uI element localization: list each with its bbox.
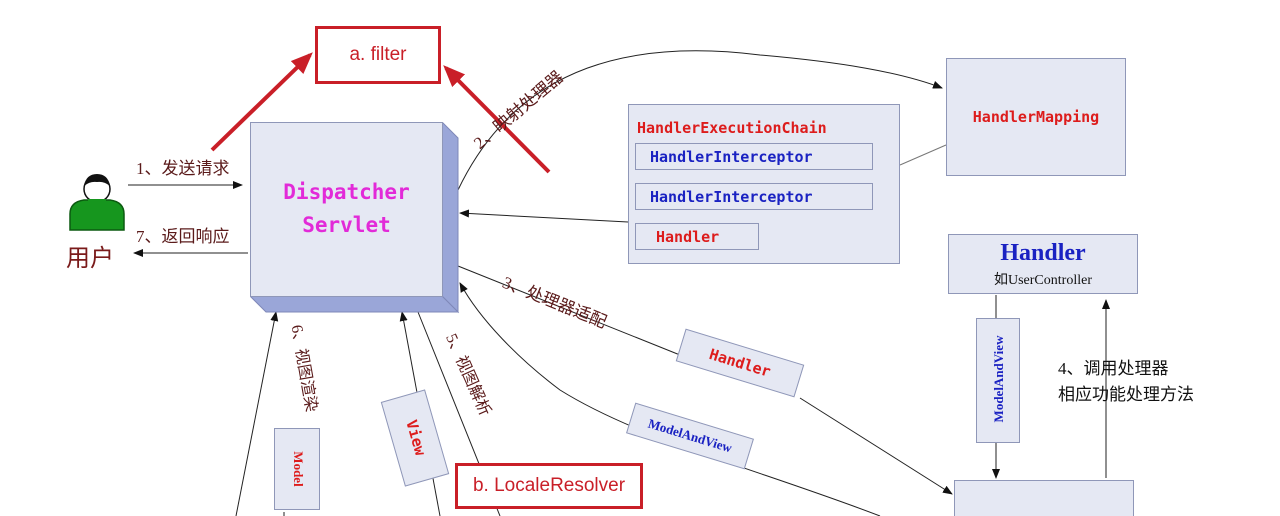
dispatcher-title-line2: Servlet (302, 213, 391, 237)
view-tag-label: View (402, 417, 430, 458)
handler-adapter-box (954, 480, 1134, 516)
chain-return-arrow (459, 209, 629, 223)
dispatcher-servlet: Dispatcher Servlet (250, 122, 460, 314)
adapter-line-1 (457, 265, 681, 356)
mapping-chain-line (899, 144, 947, 166)
dispatcher-title-line1: Dispatcher (283, 180, 410, 204)
step7-label: 7、返回响应 (136, 227, 230, 246)
filter-arrow-left (210, 52, 313, 152)
chain-title: HandlerExecutionChain (637, 119, 827, 137)
step4-line2: 相应功能处理方法 (1058, 385, 1194, 404)
filter-arrow-right (443, 65, 551, 174)
vertical-mav-label: ModelAndView (991, 335, 1006, 423)
chain-handler: Handler (635, 223, 759, 250)
user-label: 用户 (66, 246, 114, 272)
handler-mapping: HandlerMapping (946, 58, 1126, 176)
handler-mapping-label: HandlerMapping (972, 108, 1100, 126)
model-tag: Model (274, 428, 320, 510)
handler-node: Handler 如UserController (948, 234, 1138, 294)
handler-execution-chain: HandlerExecutionChain HandlerInterceptor… (628, 104, 900, 264)
step4-label: 4、调用处理器 相应功能处理方法 (1058, 356, 1194, 408)
user-icon (66, 170, 128, 232)
interceptor-2: HandlerInterceptor (635, 183, 873, 210)
adapter-line-2 (799, 397, 953, 495)
vertical-model-and-view-tag: ModelAndView (976, 318, 1020, 443)
locale-resolver-box: b. LocaleResolver (455, 463, 643, 509)
model-tag-label: Model (291, 451, 306, 487)
mapping-curve (457, 50, 943, 191)
render-line (235, 311, 279, 516)
interceptor-1: HandlerInterceptor (635, 143, 873, 170)
mav-return-curve (459, 282, 881, 516)
step4-line1: 4、调用处理器 (1058, 359, 1169, 378)
filter-box: a. filter (315, 26, 441, 84)
step1-label: 1、发送请求 (136, 159, 230, 178)
handler-title: Handler (1000, 240, 1086, 266)
handler-subtitle: 如UserController (994, 273, 1092, 288)
